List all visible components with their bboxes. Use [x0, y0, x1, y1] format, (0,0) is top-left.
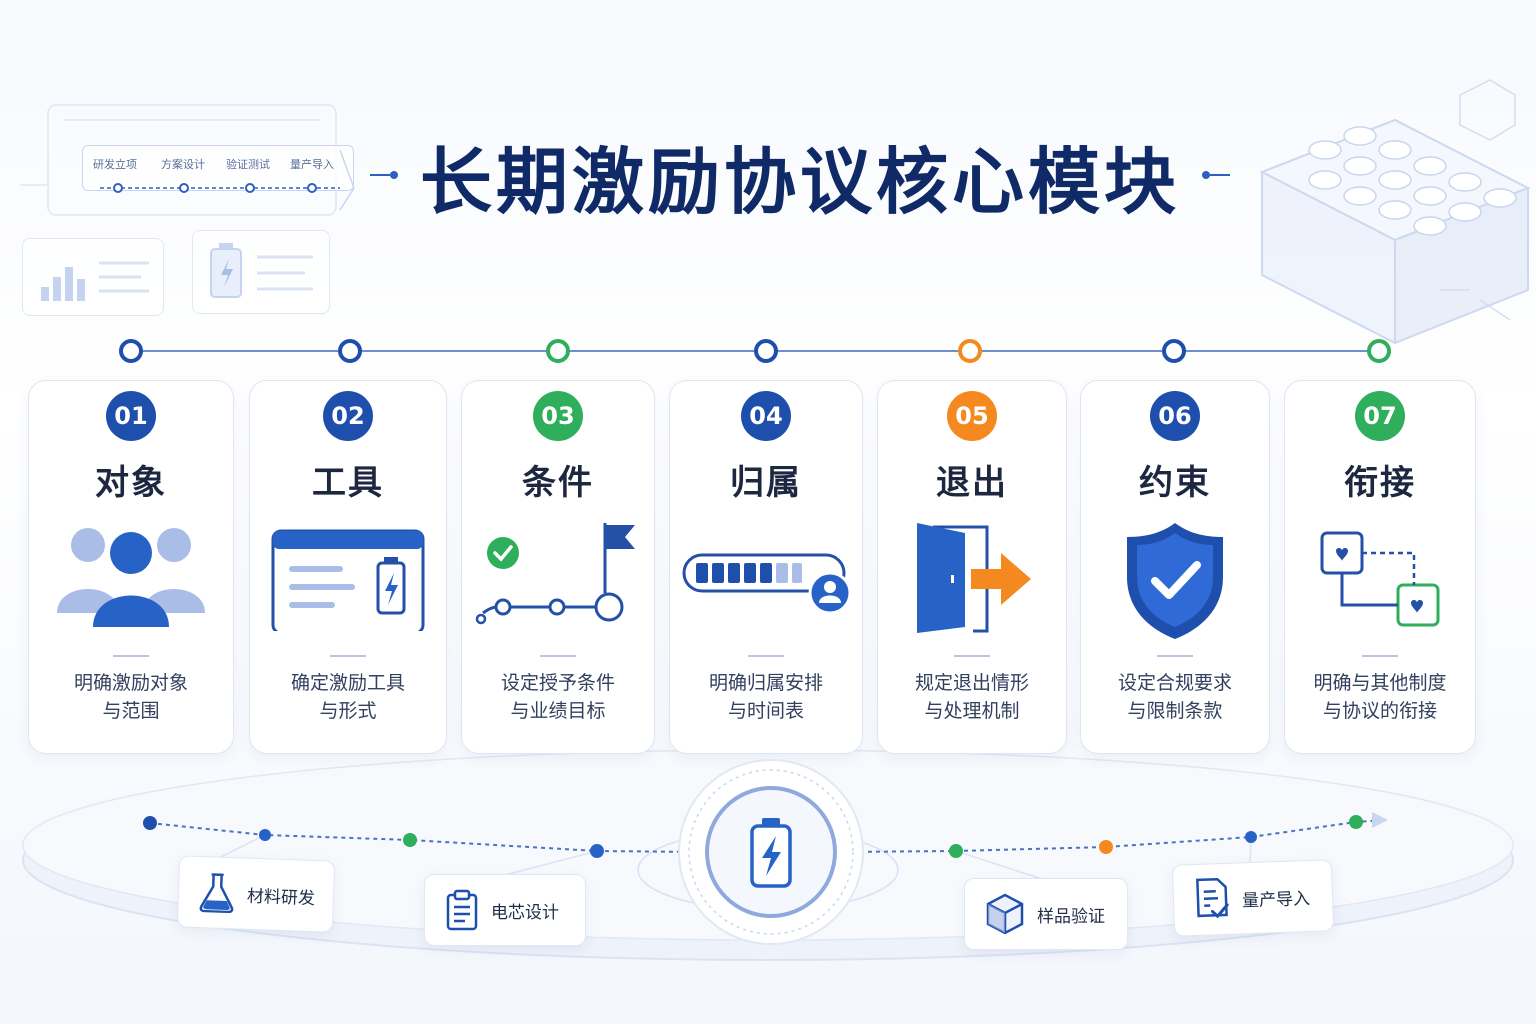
stage-separator [1362, 655, 1398, 657]
shield-check-icon [1127, 523, 1223, 639]
stage-separator [748, 655, 784, 657]
cube-icon [986, 893, 1024, 935]
process-label: 电芯设计 [491, 902, 559, 923]
document-check-icon [1196, 877, 1229, 919]
battery-icon [210, 243, 313, 298]
timeline-node [958, 339, 982, 363]
stage-card-03: 03 条件 设定授予条件与业绩目标 [461, 380, 655, 754]
exit-door-icon [917, 523, 1031, 633]
timeline-node [1162, 339, 1186, 363]
linked-boxes-icon [1320, 531, 1440, 627]
stage-number-badge: 07 [1355, 391, 1405, 441]
stage-title: 衔接 [1344, 463, 1416, 503]
title-block: 长期激励协议核心模块 [370, 130, 1230, 224]
stage-title: 约束 [1139, 463, 1211, 503]
process-label: 样品验证 [1037, 906, 1105, 927]
stage-number-badge: 05 [947, 391, 997, 441]
stage-title: 工具 [312, 463, 384, 503]
timeline-node [1367, 339, 1391, 363]
stage-separator [113, 655, 149, 657]
stage-separator [330, 655, 366, 657]
stage-card-07: 07 衔接 明确与其他制度与协议的衔接 [1284, 380, 1476, 754]
stage-description: 明确与其他制度与协议的衔接 [1313, 672, 1447, 722]
people-icon [57, 528, 205, 627]
progress-bar-user-icon [682, 553, 852, 615]
stage-separator [540, 655, 576, 657]
flask-icon [199, 873, 234, 914]
stage-description: 设定合规要求与限制条款 [1117, 672, 1232, 722]
process-card-sample-validation: 样品验证 [964, 878, 1128, 950]
stage-number-badge: 04 [741, 391, 791, 441]
battery-bolt-icon [750, 818, 792, 888]
stage-description: 规定退出情形与处理机制 [914, 672, 1029, 722]
stage-number-badge: 01 [106, 391, 156, 441]
stage-description: 明确激励对象与范围 [73, 672, 188, 722]
battery-card-decoration [192, 230, 330, 314]
mini-flow-step: 研发立项 [93, 158, 137, 171]
stage-separator [954, 655, 990, 657]
stage-card-01: 01 对象 明确激励对象与范围 [28, 380, 234, 754]
process-card-materials: 材料研发 [176, 855, 336, 933]
stage-description: 明确归属安排与时间表 [708, 672, 823, 722]
stage-card-02: 02 工具 确定激励工具与形式 [249, 380, 447, 754]
page-title: 长期激励协议核心模块 [419, 139, 1180, 224]
mini-flow-step: 验证测试 [226, 158, 270, 171]
process-card-cell-design: 电芯设计 [424, 874, 586, 946]
stage-number-badge: 03 [533, 391, 583, 441]
stage-separator [1157, 655, 1193, 657]
clipboard-icon [446, 889, 478, 931]
stage-number-badge: 02 [323, 391, 373, 441]
timeline-node [754, 339, 778, 363]
stage-card-06: 06 约束 设定合规要求与限制条款 [1080, 380, 1270, 754]
stage-title: 归属 [730, 463, 802, 503]
mini-flow-step: 方案设计 [161, 158, 205, 171]
stage-title: 退出 [936, 463, 1008, 503]
stage-title: 对象 [95, 463, 167, 503]
process-label: 量产导入 [1241, 888, 1311, 911]
timeline-node [338, 339, 362, 363]
mini-process-flow: 研发立项 方案设计 验证测试 量产导入 [82, 145, 354, 191]
stage-card-05: 05 退出 规定退出情形与处理机制 [877, 380, 1067, 754]
stage-description: 设定授予条件与业绩目标 [500, 672, 615, 722]
battery-card-icon [271, 529, 425, 631]
title-line-left [370, 171, 398, 179]
mini-flow-step: 量产导入 [290, 158, 334, 171]
stage-description: 确定激励工具与形式 [290, 672, 405, 722]
stage-card-04: 04 归属 明确归属安排与时间表 [669, 380, 863, 754]
bar-chart-icon [41, 261, 149, 301]
process-label: 材料研发 [246, 886, 316, 909]
title-line-right [1202, 171, 1230, 179]
stage-title: 条件 [522, 463, 594, 503]
timeline-node [546, 339, 570, 363]
process-card-mass-production: 量产导入 [1171, 859, 1335, 937]
stage-number-badge: 06 [1150, 391, 1200, 441]
chart-card-decoration [22, 238, 164, 316]
milestone-flag-icon [475, 523, 635, 625]
timeline-node [119, 339, 143, 363]
